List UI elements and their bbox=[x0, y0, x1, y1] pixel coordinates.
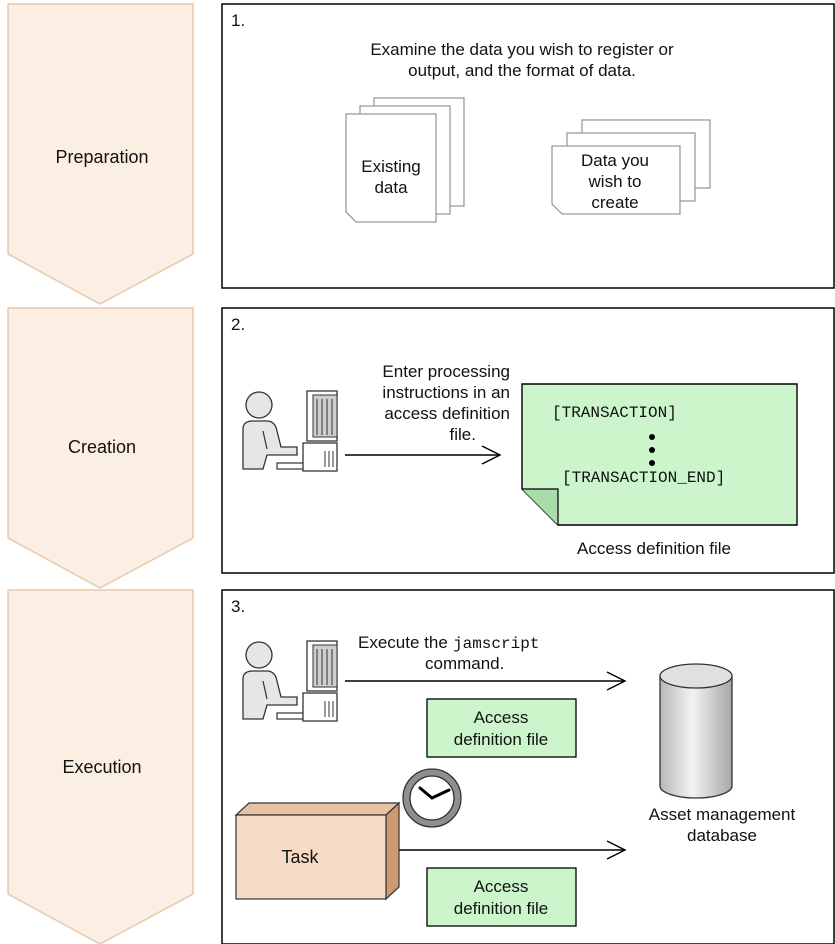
arrow-to-database-from-user bbox=[345, 671, 627, 691]
step-1-description-line-1: Examine the data you wish to register or bbox=[370, 40, 674, 59]
file-box-2-line-1: Access bbox=[474, 877, 529, 896]
phase-arrow-shape bbox=[7, 3, 194, 305]
step-3-number: 3. bbox=[231, 597, 245, 616]
phase-arrow-shape bbox=[7, 307, 194, 589]
arrow-to-database-from-task bbox=[399, 840, 627, 860]
database-label-line-1: Asset management bbox=[649, 805, 796, 824]
step-2-number: 2. bbox=[231, 315, 245, 334]
ellipsis-dot bbox=[649, 460, 655, 466]
step-1-number: 1. bbox=[231, 11, 245, 30]
arrow-to-definition-file bbox=[345, 445, 502, 465]
phase-label-preparation: Preparation bbox=[55, 147, 148, 167]
create-data-label-line-2: wish to bbox=[588, 172, 642, 191]
step-1-panel bbox=[221, 3, 835, 289]
step-2-instruction-line-4: file. bbox=[450, 425, 476, 444]
ellipsis-dot bbox=[649, 434, 655, 440]
database-label-line-2: database bbox=[687, 826, 757, 845]
phase-label-execution: Execution bbox=[62, 757, 141, 777]
clock-icon bbox=[402, 768, 462, 828]
file-box-1-line-1: Access bbox=[474, 708, 529, 727]
create-data-label-line-3: create bbox=[591, 193, 638, 212]
phase-arrow-preparation: Preparation bbox=[7, 3, 194, 305]
existing-data-documents: Existing data bbox=[345, 97, 465, 223]
step-2-instruction-line-2: instructions in an bbox=[382, 383, 510, 402]
task-box: Task bbox=[234, 801, 401, 901]
file-box-1-line-2: definition file bbox=[454, 730, 549, 749]
step-2-instruction-line-1: Enter processing bbox=[382, 362, 510, 381]
create-data-label-line-1: Data you bbox=[581, 151, 649, 170]
transaction-end-tag: [TRANSACTION_END] bbox=[562, 469, 725, 487]
step-2-instruction-line-3: access definition bbox=[384, 404, 510, 423]
database-icon bbox=[659, 663, 733, 799]
step-1-description-line-2: output, and the format of data. bbox=[408, 61, 636, 80]
existing-data-label-line-2: data bbox=[374, 178, 408, 197]
access-definition-file-caption: Access definition file bbox=[577, 539, 731, 558]
create-data-documents: Data you wish to create bbox=[551, 119, 711, 215]
existing-data-label-line-1: Existing bbox=[361, 157, 421, 176]
access-definition-file-document: [TRANSACTION] [TRANSACTION_END] bbox=[521, 383, 798, 526]
ellipsis-dot bbox=[649, 447, 655, 453]
transaction-open-tag: [TRANSACTION] bbox=[552, 404, 677, 422]
access-definition-file-box-2: Access definition file bbox=[426, 867, 577, 927]
file-box-2-line-2: definition file bbox=[454, 899, 549, 918]
execute-command-suffix: command. bbox=[425, 654, 504, 673]
phase-label-creation: Creation bbox=[68, 437, 136, 457]
command-name: jamscript bbox=[453, 635, 539, 653]
task-label: Task bbox=[281, 847, 319, 867]
access-definition-file-box-1: Access definition file bbox=[426, 698, 577, 758]
phase-arrow-execution: Execution bbox=[7, 589, 194, 944]
execute-command-prefix: Execute the bbox=[358, 633, 448, 652]
phase-arrow-shape bbox=[7, 589, 194, 944]
phase-arrow-creation: Creation bbox=[7, 307, 194, 589]
